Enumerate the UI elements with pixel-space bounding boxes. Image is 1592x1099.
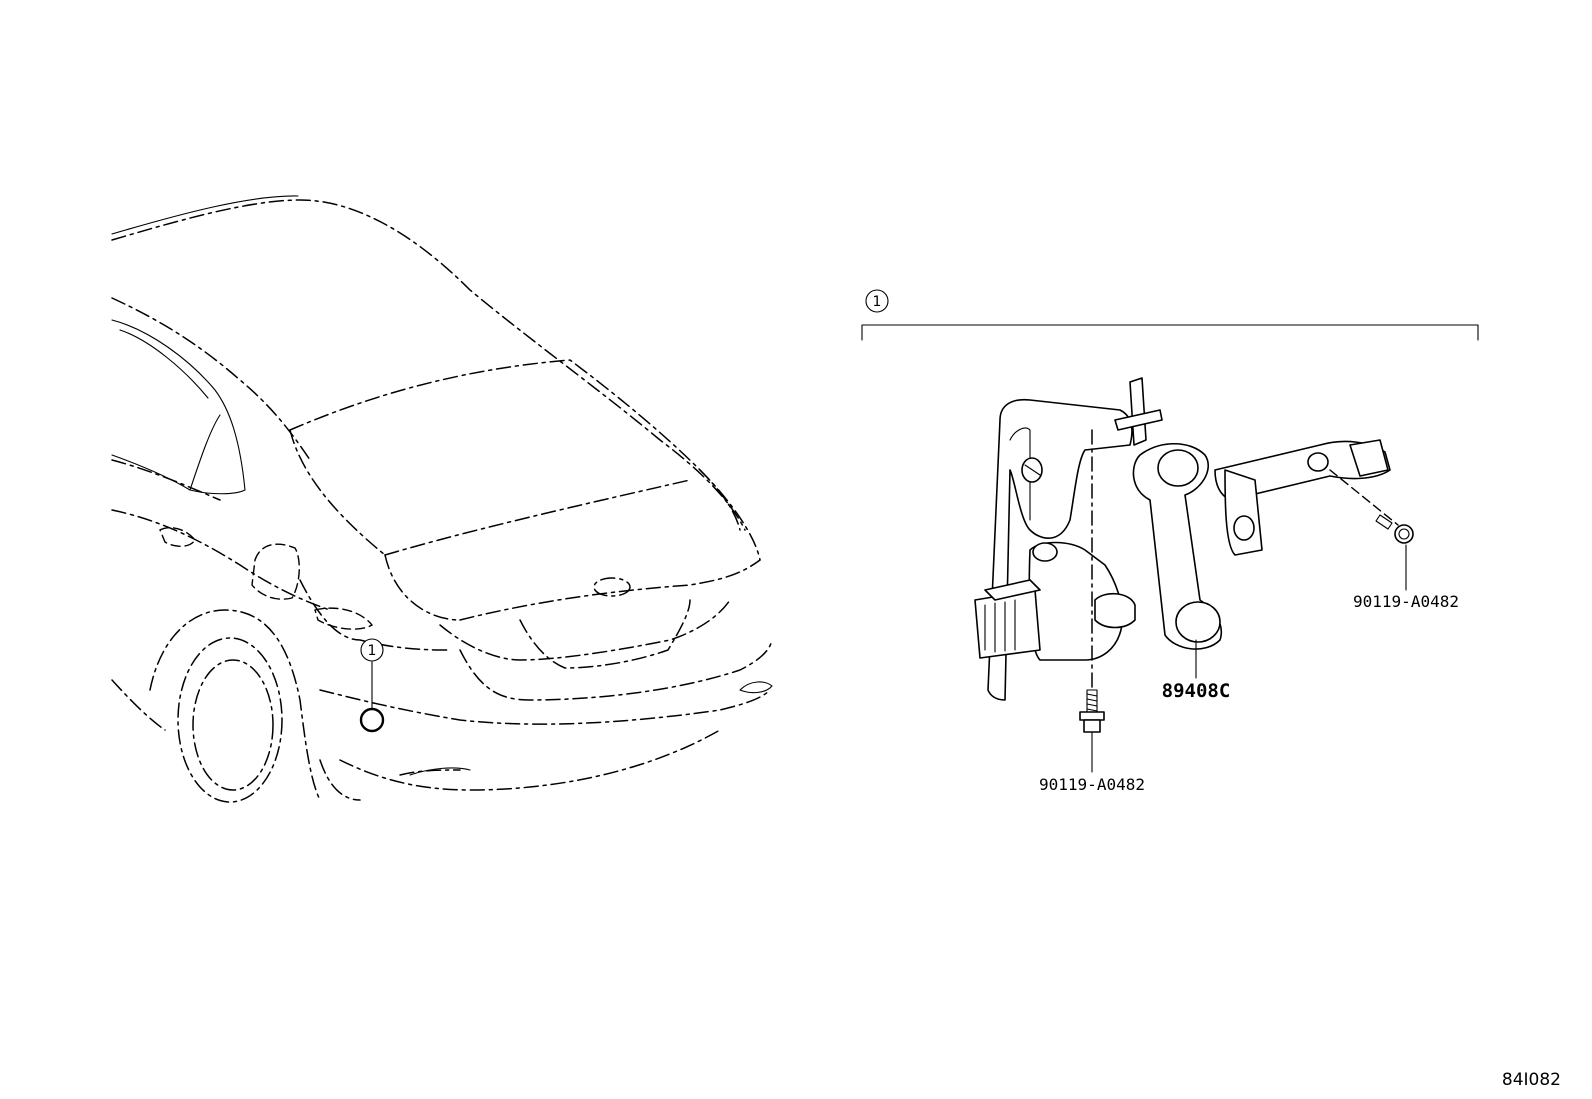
height-sensor-assembly bbox=[974, 377, 1391, 701]
group-bracket: 1 bbox=[861, 289, 1479, 341]
vehicle-outline bbox=[111, 195, 773, 803]
illustration-code: 84I082 bbox=[1502, 1070, 1561, 1090]
upper-bolt-part-number: 90119-A0482 bbox=[1353, 592, 1459, 611]
upper-bolt bbox=[1375, 514, 1414, 591]
sensor-part-number: 89408C bbox=[1162, 680, 1231, 702]
sensor-location-ring bbox=[359, 707, 385, 733]
lower-bolt bbox=[1079, 689, 1105, 773]
vehicle-callout-number: 1 bbox=[368, 643, 377, 659]
lower-bolt-part-number: 90119-A0482 bbox=[1039, 775, 1145, 794]
group-callout-number: 1 bbox=[873, 294, 882, 310]
upper-bolt-axis bbox=[1329, 469, 1399, 526]
vehicle-callout: 1 bbox=[360, 638, 384, 662]
